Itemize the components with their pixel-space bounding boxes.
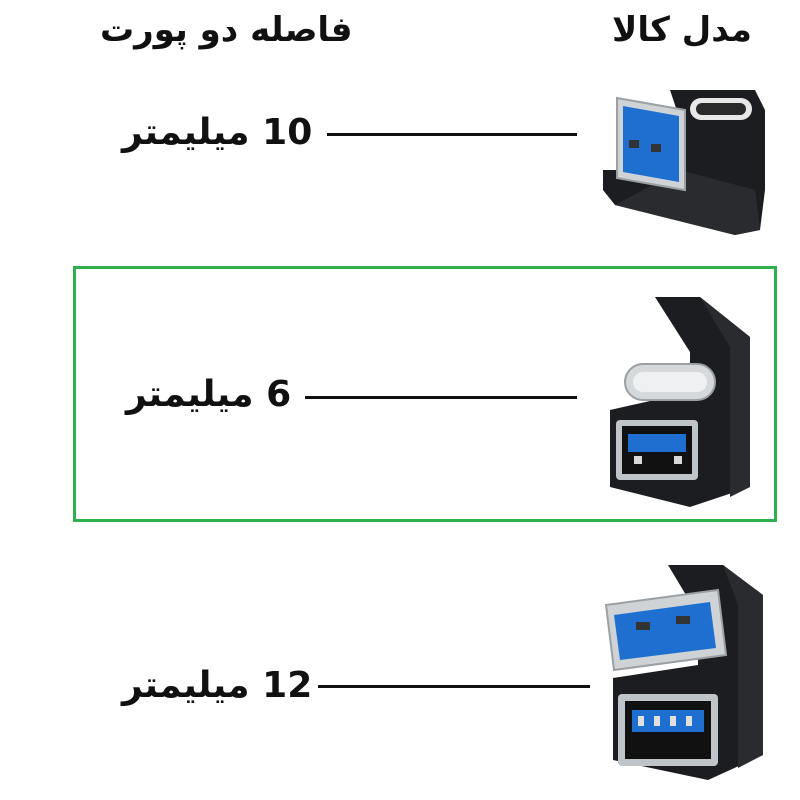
header-port-distance: فاصله دو پورت xyxy=(100,10,353,50)
usb-c-male-to-usb-a-female-u-adapter-icon xyxy=(610,297,750,507)
connector-line-1 xyxy=(327,133,577,136)
connector-line-3 xyxy=(318,685,590,688)
distance-label-3: 12 میلیمتر xyxy=(122,665,313,706)
connector-line-2 xyxy=(305,396,577,399)
header-product-model: مدل کالا xyxy=(612,10,752,50)
distance-label-2: 6 میلیمتر xyxy=(126,374,292,415)
distance-label-1: 10 میلیمتر xyxy=(122,112,313,153)
usb-a-male-to-usb-a-female-u-adapter-icon xyxy=(604,565,763,780)
highlighted-product-frame xyxy=(73,266,777,522)
usb-a-male-to-usb-c-female-u-adapter-icon xyxy=(603,90,765,235)
